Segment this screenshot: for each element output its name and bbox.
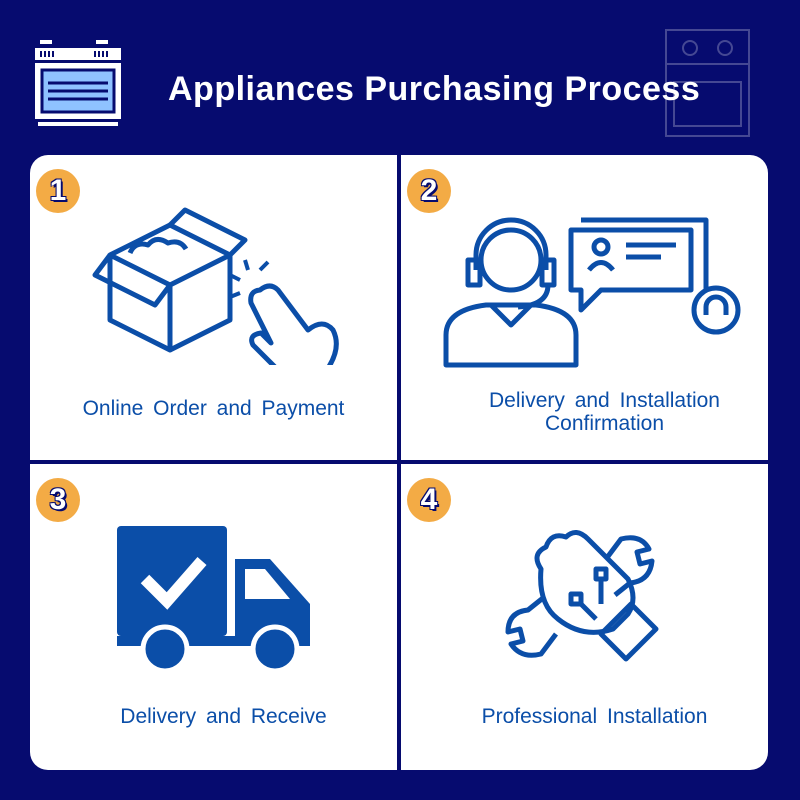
delivery-truck-check-icon (117, 526, 310, 674)
step-card-4: 4 Professional Installation (401, 464, 768, 770)
steps-grid: 1 Online Order and Payment 2 Delivery an… (30, 155, 768, 770)
step-card-2: 2 Delivery and Installation Confirmation (401, 155, 768, 460)
oven-watermark-icon (665, 29, 750, 137)
step-number-badge: 1 (36, 169, 80, 213)
step-card-1: 1 Online Order and Payment (30, 155, 397, 460)
hand-wrench-icon (505, 530, 659, 662)
step-number-badge: 3 (36, 478, 80, 522)
step-label: Professional Installation (481, 705, 708, 728)
step-label: Delivery and Receive (120, 705, 327, 728)
step-number-badge: 4 (407, 478, 451, 522)
customer-support-icon (443, 217, 741, 368)
oven-icon (35, 40, 121, 126)
step-label: Delivery and Installation Confirmation (489, 389, 720, 435)
page-title: Appliances Purchasing Process (168, 70, 701, 108)
step-card-3: 3 Delivery and Receive (30, 464, 397, 770)
step-label: Online Order and Payment (82, 397, 345, 420)
box-click-icon (92, 207, 339, 365)
step-number-badge: 2 (407, 169, 451, 213)
